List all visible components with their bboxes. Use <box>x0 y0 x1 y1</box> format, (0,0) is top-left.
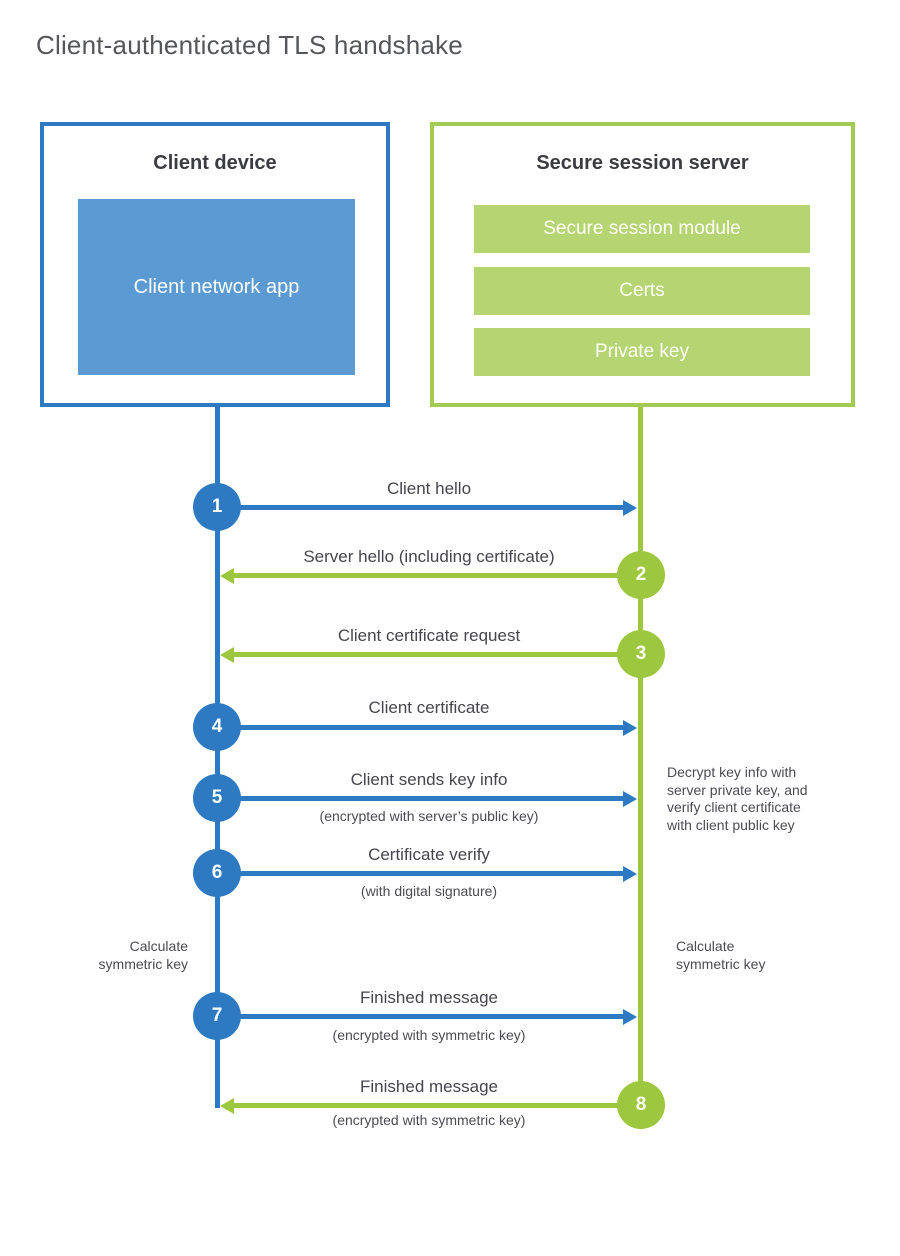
arrow-left-icon <box>234 573 641 578</box>
message-sublabel-6: (with digital signature) <box>360 883 498 899</box>
secure-session-server-box: Secure session server Secure session mod… <box>430 122 855 407</box>
client-device-box: Client device Client network app <box>40 122 390 407</box>
note-calculate-symmetric-key-server: Calculate symmetric key <box>676 938 766 972</box>
secure-session-server-heading: Secure session server <box>536 152 749 174</box>
client-lifeline <box>215 407 220 1108</box>
arrow-left-icon <box>234 652 641 657</box>
arrow-right-icon <box>217 1014 623 1019</box>
step-circle-1: 1 <box>193 483 241 531</box>
step-circle-7: 7 <box>193 992 241 1040</box>
arrow-right-icon <box>217 725 623 730</box>
server-module-bar-certs: Certs <box>474 267 810 315</box>
arrow-left-icon <box>234 1103 641 1108</box>
message-sublabel-7: (encrypted with symmetric key) <box>332 1027 526 1043</box>
message-label-1: Client hello <box>386 479 472 498</box>
step-circle-2: 2 <box>617 551 665 599</box>
server-module-bar-private-key: Private key <box>474 328 810 376</box>
step-circle-3: 3 <box>617 630 665 678</box>
client-device-heading: Client device <box>153 152 277 174</box>
server-lifeline <box>638 407 643 1107</box>
message-label-7: Finished message <box>360 988 498 1007</box>
arrow-right-icon <box>217 796 623 801</box>
client-network-app-box: Client network app <box>78 199 355 375</box>
server-module-bar-secure-session-module: Secure session module <box>474 205 810 253</box>
arrow-right-icon <box>217 871 623 876</box>
step-circle-5: 5 <box>193 774 241 822</box>
step-circle-6: 6 <box>193 849 241 897</box>
step-circle-8: 8 <box>617 1081 665 1129</box>
message-label-6: Certificate verify <box>368 845 490 864</box>
page-title: Client-authenticated TLS handshake <box>36 30 463 60</box>
message-sublabel-5: (encrypted with server’s public key) <box>319 808 539 824</box>
message-label-5: Client sends key info <box>350 770 508 789</box>
note-decrypt-key-info: Decrypt key info with server private key… <box>667 764 808 833</box>
message-label-8: Finished message <box>360 1077 498 1096</box>
message-label-2: Server hello (including certificate) <box>303 547 555 566</box>
message-label-3: Client certificate request <box>337 626 521 645</box>
message-sublabel-8: (encrypted with symmetric key) <box>332 1112 526 1128</box>
arrow-right-icon <box>217 505 623 510</box>
step-circle-4: 4 <box>193 703 241 751</box>
note-calculate-symmetric-key-client: Calculate symmetric key <box>98 938 188 972</box>
message-label-4: Client certificate <box>368 698 490 717</box>
